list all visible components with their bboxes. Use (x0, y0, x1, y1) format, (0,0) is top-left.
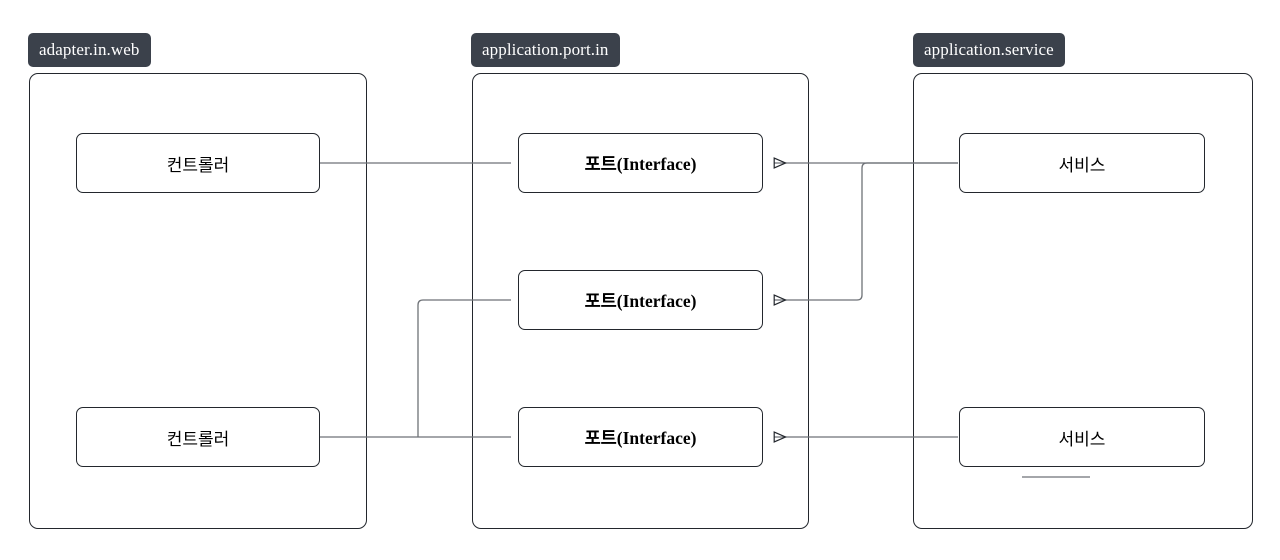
node-label: 컨트롤러 (166, 155, 230, 175)
package-tag-adapter-in-web[interactable]: adapter.in.web (28, 33, 151, 67)
node-controller-bottom[interactable]: 컨트롤러 (76, 407, 320, 467)
node-label: 서비스 (1058, 429, 1106, 449)
node-port-top[interactable]: 포트(Interface) (518, 133, 763, 193)
node-service-bottom[interactable]: 서비스 (959, 407, 1205, 467)
node-label: 포트(Interface) (584, 290, 697, 311)
node-port-middle[interactable]: 포트(Interface) (518, 270, 763, 330)
node-label: 서비스 (1058, 155, 1106, 175)
package-tag-application-port-in[interactable]: application.port.in (471, 33, 620, 67)
node-label: 컨트롤러 (166, 429, 230, 449)
node-service-top[interactable]: 서비스 (959, 133, 1205, 193)
node-label: 포트(Interface) (584, 153, 697, 174)
node-label: 포트(Interface) (584, 427, 697, 448)
node-controller-top[interactable]: 컨트롤러 (76, 133, 320, 193)
node-port-bottom[interactable]: 포트(Interface) (518, 407, 763, 467)
package-tag-application-service[interactable]: application.service (913, 33, 1065, 67)
